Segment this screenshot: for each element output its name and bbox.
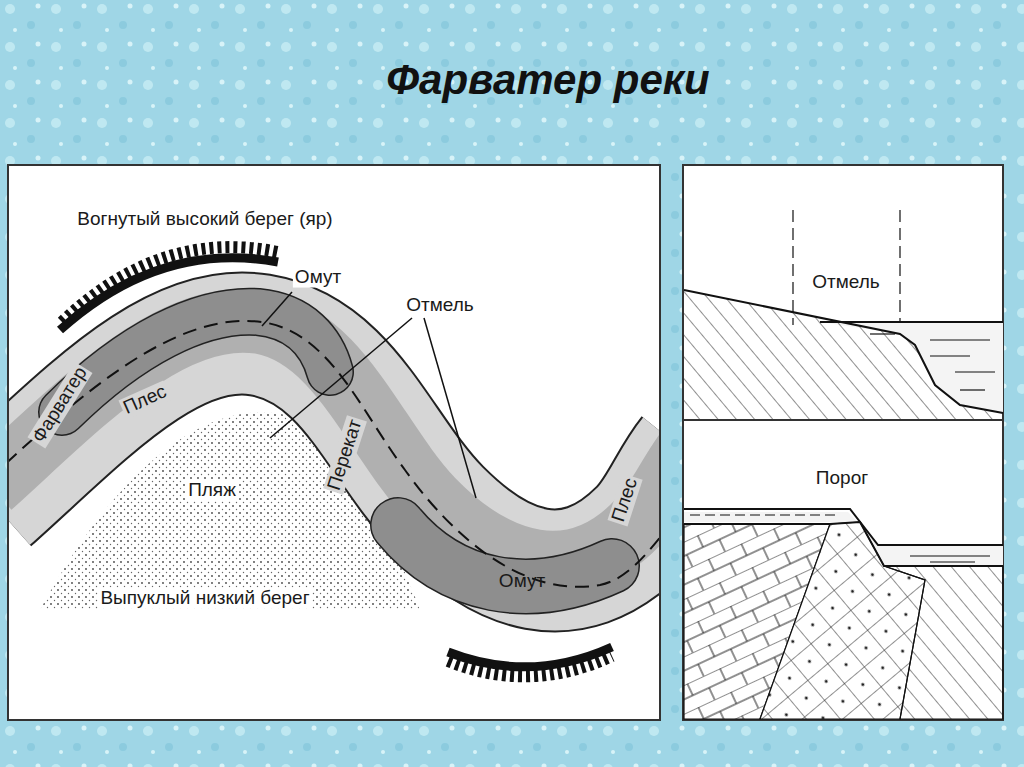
part-label: Омут <box>497 571 547 592</box>
leader-line <box>262 292 292 326</box>
water-marks <box>690 514 840 515</box>
part-label: Перекат <box>323 415 367 495</box>
part-label: Плес <box>118 381 171 420</box>
part-label: Плес <box>608 474 643 527</box>
river-bed <box>684 290 1003 419</box>
part-label: Отмель <box>810 272 881 293</box>
bed-line <box>684 522 1003 566</box>
part-label: Омут <box>293 267 343 288</box>
steep-bank-teeth <box>448 656 612 676</box>
part-label: Отмель <box>404 295 475 316</box>
rapids-panel <box>683 420 1003 720</box>
leader-line <box>270 318 412 438</box>
part-label: Пляж <box>186 480 238 501</box>
leader-line <box>424 318 476 498</box>
bed-line <box>684 290 1003 413</box>
pool-outline <box>62 312 330 412</box>
water-marks <box>910 556 990 562</box>
steep-bank-teeth <box>62 247 278 322</box>
dashed-boundary <box>899 210 900 325</box>
dashed-boundary <box>792 210 793 325</box>
fairway-line <box>9 321 659 587</box>
hard-rock <box>760 522 925 719</box>
pool <box>62 312 330 412</box>
part-label: Выпуклый низкий берег <box>98 588 311 609</box>
shoal-panel <box>683 165 1003 420</box>
part-label: Фарватер <box>27 362 92 449</box>
page-title: Фарватер реки <box>386 56 709 104</box>
part-label: Порог <box>814 468 870 489</box>
river-bed <box>884 566 1003 719</box>
part-label: Вогнутый высокий берег (яр) <box>75 209 334 230</box>
